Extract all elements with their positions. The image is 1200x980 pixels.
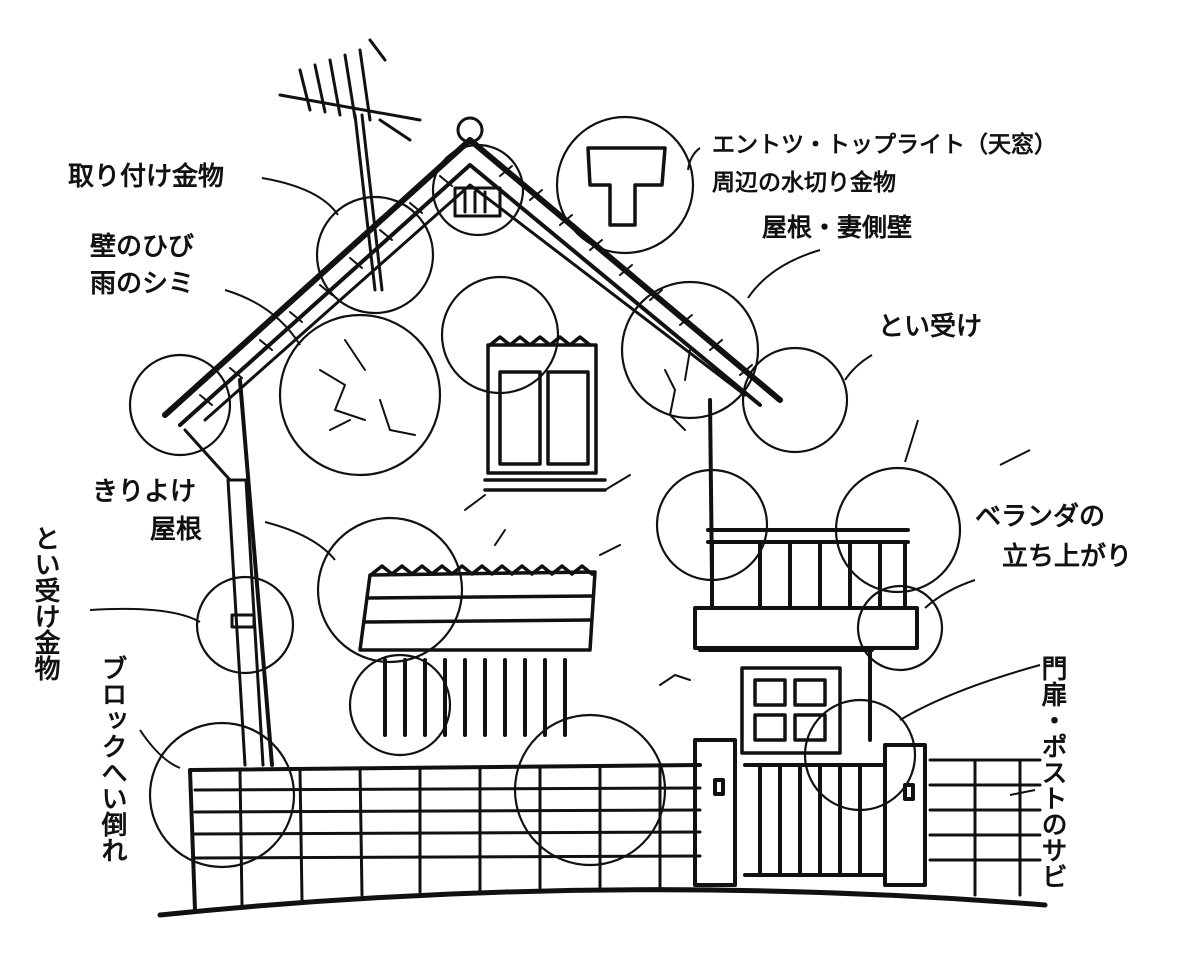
circle-block-wall-mid — [513, 713, 667, 867]
gate — [693, 738, 927, 887]
label-fittings: 取り付け金物 — [68, 161, 224, 192]
circle-chimney — [555, 115, 695, 255]
label-veranda-line2: 立ち上がり — [1002, 541, 1132, 572]
label-gutter-bracket: とい受け金物 — [30, 525, 61, 681]
circle-wall-mid — [655, 468, 769, 582]
ground-line — [157, 887, 1048, 918]
upper-window — [483, 335, 607, 492]
chimney — [586, 146, 667, 227]
label-wall-crack-line2: 雨のシミ — [90, 269, 194, 299]
circle-roof-gable — [620, 280, 760, 420]
gable-vent — [453, 186, 502, 218]
block-wall — [188, 763, 702, 912]
circle-veranda-right — [856, 584, 944, 672]
front-door — [740, 666, 842, 755]
label-wall-crack-line1: 壁のひび — [90, 231, 194, 262]
label-veranda-line1: ベランダの — [975, 501, 1105, 532]
tv-antenna — [278, 38, 422, 292]
circle-upper-window — [440, 275, 560, 395]
circle-veranda — [834, 466, 962, 594]
circle-ridge-vent — [431, 143, 525, 237]
leader-lines — [89, 147, 1041, 796]
circle-wall-crack — [278, 313, 442, 477]
label-awning-line1: きりよけ — [92, 477, 196, 507]
right-wall — [928, 758, 1042, 897]
label-roof-gable: 屋根・妻側壁 — [762, 213, 912, 242]
label-awning-line2: 屋根 — [150, 515, 202, 545]
circle-gutter-bracket — [195, 575, 295, 675]
label-gutter-receiver: とい受け — [878, 311, 982, 342]
label-gate: 門扉・ポストのサビ — [1037, 655, 1067, 889]
label-chimney-line1: エントツ・トップライト（天窓） — [712, 131, 1057, 158]
roof-ridge-cap — [456, 116, 484, 144]
window-grille — [383, 658, 567, 737]
label-chimney-line2: 周辺の水切り金物 — [712, 169, 896, 196]
highlight-circles — [128, 115, 962, 869]
wall-crack-texture — [319, 339, 691, 686]
circle-awning — [316, 516, 464, 664]
circle-fittings — [315, 195, 435, 315]
circle-lower-window — [348, 653, 452, 757]
circle-gate — [803, 698, 917, 812]
downspout — [183, 428, 265, 767]
circle-gutter-receiver — [741, 346, 849, 454]
circle-block-wall-left — [148, 721, 296, 869]
roof — [162, 116, 783, 427]
awning — [358, 564, 597, 652]
circle-roof-left-edge — [128, 353, 232, 457]
label-block-wall: ブロックへい倒れ — [97, 654, 128, 863]
